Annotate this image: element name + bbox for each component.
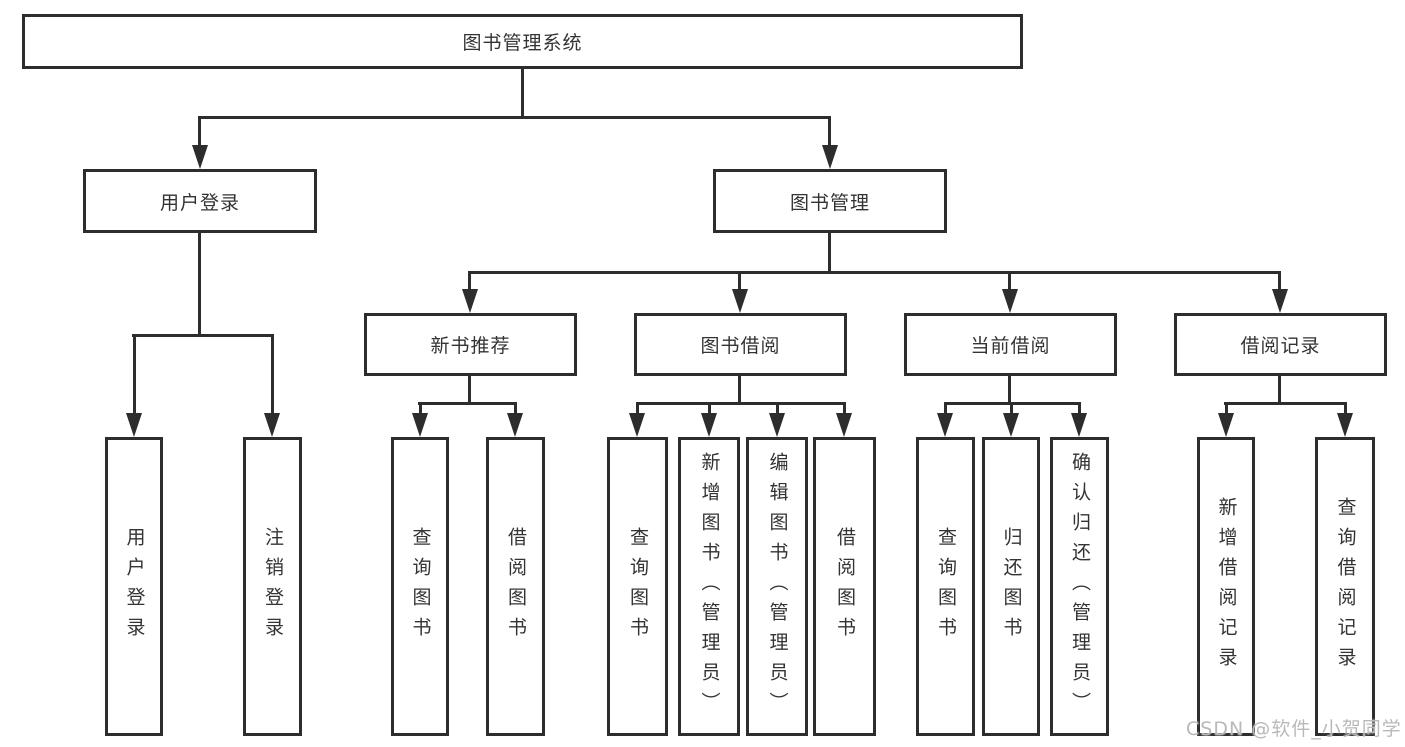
connector-drop xyxy=(198,116,201,148)
leaf-logout-label: 注销登录 xyxy=(262,526,284,647)
connector-book-mgmt-stem xyxy=(828,231,831,274)
node-root: 图书管理系统 xyxy=(22,14,1023,69)
leaf-recommend-borrow-books-label: 借阅图书 xyxy=(505,526,527,647)
leaf-confirm-return-admin: 确认归还（管理员） xyxy=(1050,437,1109,736)
arrowhead-down-icon xyxy=(126,413,142,437)
arrowhead-down-icon xyxy=(1003,413,1019,437)
arrowhead-down-icon xyxy=(629,413,645,437)
leaf-confirm-return-admin-label: 确认归还（管理员） xyxy=(1069,451,1091,722)
leaf-user-login-label: 用户登录 xyxy=(123,526,146,647)
connector-records-leaves-branch xyxy=(1224,402,1346,405)
leaf-logout: 注销登录 xyxy=(243,437,302,736)
leaf-user-login: 用户登录 xyxy=(105,437,163,736)
arrowhead-down-icon xyxy=(822,145,838,169)
leaf-borrow-books: 借阅图书 xyxy=(813,437,876,736)
leaf-borrow-query-books-label: 查询图书 xyxy=(627,526,649,647)
node-current-borrowing: 当前借阅 xyxy=(904,313,1117,376)
connector-recommend-leaves-branch xyxy=(418,402,517,405)
leaf-borrow-books-label: 借阅图书 xyxy=(834,526,856,647)
node-user-login: 用户登录 xyxy=(83,169,317,233)
node-borrowing-records-label: 借阅记录 xyxy=(1240,335,1321,357)
connector-drop xyxy=(1225,402,1228,416)
leaf-query-borrow-record: 查询借阅记录 xyxy=(1315,437,1375,736)
connector-drop xyxy=(708,402,711,416)
connector-level3-branch xyxy=(468,271,1281,274)
connector-drop xyxy=(843,402,846,416)
connector-drop xyxy=(419,402,422,416)
arrowhead-down-icon xyxy=(836,413,852,437)
connector-drop xyxy=(468,271,471,293)
leaf-edit-books-admin-label: 编辑图书（管理员） xyxy=(766,451,789,722)
connector-drop xyxy=(1344,402,1347,416)
connector-borrow-leaves-branch xyxy=(636,402,846,405)
connector-book-borrow-stem xyxy=(738,374,741,405)
arrowhead-down-icon xyxy=(1002,289,1018,313)
leaf-recommend-borrow-books: 借阅图书 xyxy=(486,437,545,736)
node-book-borrowing-label: 图书借阅 xyxy=(700,335,781,357)
leaf-current-query-books-label: 查询图书 xyxy=(935,526,957,647)
connector-drop xyxy=(133,334,136,416)
connector-borrow-records-stem xyxy=(1278,374,1281,405)
connector-new-book-rec-stem xyxy=(468,374,471,405)
connector-drop xyxy=(636,402,639,416)
connector-drop xyxy=(1008,271,1011,293)
leaf-add-borrow-record-label: 新增借阅记录 xyxy=(1215,496,1238,677)
connector-drop xyxy=(1010,402,1013,416)
leaf-borrow-query-books: 查询图书 xyxy=(607,437,668,736)
node-new-book-recommend-label: 新书推荐 xyxy=(430,335,511,357)
leaf-add-borrow-record: 新增借阅记录 xyxy=(1197,437,1255,736)
connector-user-login-stem xyxy=(198,231,201,337)
node-book-borrowing: 图书借阅 xyxy=(634,313,847,376)
connector-drop xyxy=(271,334,274,416)
connector-current-borrow-stem xyxy=(1008,374,1011,405)
arrowhead-down-icon xyxy=(937,413,953,437)
connector-root-stem xyxy=(521,67,524,118)
arrowhead-down-icon xyxy=(412,413,428,437)
node-borrowing-records: 借阅记录 xyxy=(1174,313,1387,376)
connector-drop xyxy=(1078,402,1081,416)
connector-user-leaves-branch xyxy=(132,334,274,337)
connector-drop xyxy=(738,271,741,293)
arrowhead-down-icon xyxy=(507,413,523,437)
leaf-add-books-admin: 新增图书（管理员） xyxy=(678,437,740,736)
node-root-label: 图书管理系统 xyxy=(462,32,583,54)
arrowhead-down-icon xyxy=(769,413,785,437)
connector-drop xyxy=(944,402,947,416)
arrowhead-down-icon xyxy=(264,413,280,437)
leaf-recommend-query-books: 查询图书 xyxy=(391,437,449,736)
arrowhead-down-icon xyxy=(732,289,748,313)
arrowhead-down-icon xyxy=(1337,413,1353,437)
leaf-recommend-query-books-label: 查询图书 xyxy=(409,526,432,647)
connector-drop xyxy=(514,402,517,416)
connector-drop xyxy=(828,116,831,148)
connector-level2-branch xyxy=(198,116,831,119)
node-current-borrowing-label: 当前借阅 xyxy=(970,335,1051,357)
leaf-query-borrow-record-label: 查询借阅记录 xyxy=(1334,496,1357,677)
arrowhead-down-icon xyxy=(1071,413,1087,437)
node-new-book-recommend: 新书推荐 xyxy=(364,313,577,376)
csdn-watermark: CSDN @软件_小贺同学 xyxy=(1186,718,1402,740)
arrowhead-down-icon xyxy=(1218,413,1234,437)
connector-drop xyxy=(1278,271,1281,293)
leaf-add-books-admin-label: 新增图书（管理员） xyxy=(698,451,721,722)
node-book-management-label: 图书管理 xyxy=(789,191,870,214)
leaf-edit-books-admin: 编辑图书（管理员） xyxy=(746,437,808,736)
leaf-return-books-label: 归还图书 xyxy=(1000,526,1023,647)
connector-drop xyxy=(776,402,779,416)
node-user-login-label: 用户登录 xyxy=(159,191,240,214)
arrowhead-down-icon xyxy=(1272,289,1288,313)
arrowhead-down-icon xyxy=(192,145,208,169)
arrowhead-down-icon xyxy=(462,289,478,313)
leaf-return-books: 归还图书 xyxy=(982,437,1040,736)
node-book-management: 图书管理 xyxy=(713,169,947,233)
arrowhead-down-icon xyxy=(701,413,717,437)
leaf-current-query-books: 查询图书 xyxy=(916,437,975,736)
